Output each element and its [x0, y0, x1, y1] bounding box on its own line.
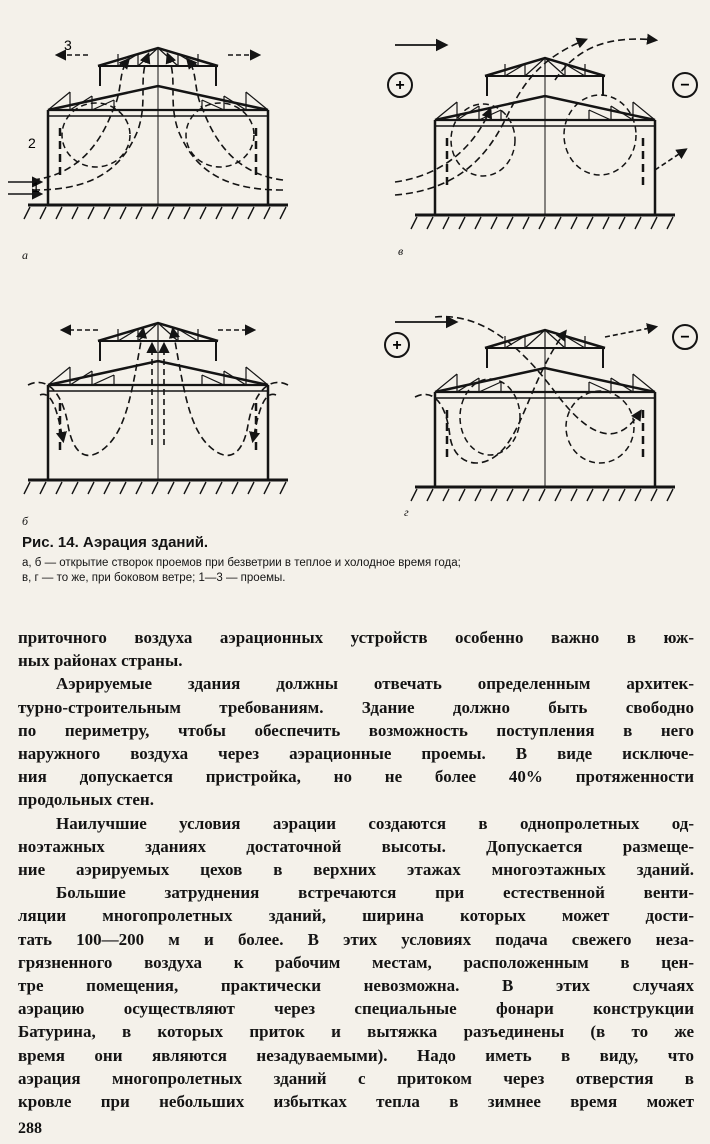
- caption-line: а, б — открытие створок проемов при безв…: [22, 557, 461, 569]
- text-line: грязненного воздуха к рабочим местам, ра…: [18, 952, 694, 972]
- panel-g-diagram: + −: [384, 315, 698, 501]
- text-line: тре помещения, практически невозможна. В…: [18, 976, 694, 996]
- text-line: ноэтажных зданиях достаточной высоты. До…: [18, 836, 694, 856]
- text-line: аэрацию осуществляют через специальные ф…: [18, 999, 694, 1019]
- text-line: Наилучшие условия аэрации создаются в од…: [56, 813, 694, 833]
- aeration-figure: 3 2 1 + −: [0, 0, 710, 530]
- text-line: ляции многопролетных зданий, ширина кото…: [18, 906, 694, 926]
- pressure-minus-icon: [672, 324, 698, 350]
- pressure-plus-icon: [387, 72, 413, 98]
- figure-caption-text: а, б — открытие створок проемов при безв…: [22, 556, 692, 586]
- text-line: по периметру, чтобы обеспечить возможнос…: [18, 720, 694, 740]
- caption-line: в, г — то же, при боковом ветре; 1—3 — п…: [22, 572, 286, 584]
- pressure-plus-icon: [384, 332, 410, 358]
- pressure-plus-label: +: [392, 337, 401, 354]
- aeration-diagrams: 3 2 1 + −: [8, 33, 698, 530]
- opening-label-1: 1: [32, 179, 40, 195]
- panel-b-diagram: [24, 323, 288, 494]
- panel-label-a: а: [22, 248, 28, 262]
- text-line: Батурина, в которых приток и вытяжка раз…: [18, 1022, 694, 1042]
- pressure-minus-label: −: [680, 329, 689, 346]
- text-line: ных районах страны.: [18, 651, 183, 671]
- page-number: 288: [18, 1120, 42, 1137]
- text-line: кровле при небольших избытках тепла в зи…: [18, 1092, 694, 1112]
- panel-label-v: в: [398, 244, 404, 258]
- text-line: аэрация многопролетных зданий с притоком…: [18, 1068, 694, 1088]
- body-text: приточного воздуха аэрационных устройств…: [18, 626, 694, 1113]
- panel-a-diagram: 3 2 1: [8, 37, 288, 219]
- text-line: Большие затруднения встречаются при есте…: [56, 883, 694, 903]
- text-line: продольных стен.: [18, 790, 154, 810]
- opening-label-2: 2: [28, 135, 36, 151]
- text-line: ние аэрируемых цехов в верхних этажах мн…: [18, 860, 694, 880]
- pressure-minus-label: −: [680, 77, 689, 94]
- text-line: ния допускается пристройка, но не более …: [18, 767, 694, 787]
- text-line: турно-строительным требованиям. Здание д…: [18, 697, 694, 717]
- figure-caption-title: Рис. 14. Аэрация зданий.: [22, 534, 209, 551]
- pressure-minus-icon: [672, 72, 698, 98]
- panel-label-b: б: [22, 514, 29, 528]
- text-line: тать 100—200 м и более. В этих условиях …: [18, 929, 694, 949]
- text-line: Аэрируемые здания должны отвечать опреде…: [56, 674, 694, 694]
- text-line: время они являются незадуваемыми). Надо …: [18, 1045, 694, 1065]
- text-line: наружного воздуха через аэрационные прое…: [18, 744, 694, 764]
- pressure-plus-label: +: [395, 77, 404, 94]
- panel-v-diagram: + −: [387, 33, 698, 229]
- text-line: приточного воздуха аэрационных устройств…: [18, 628, 694, 647]
- opening-label-3: 3: [64, 37, 72, 53]
- panel-label-g: г: [404, 505, 409, 519]
